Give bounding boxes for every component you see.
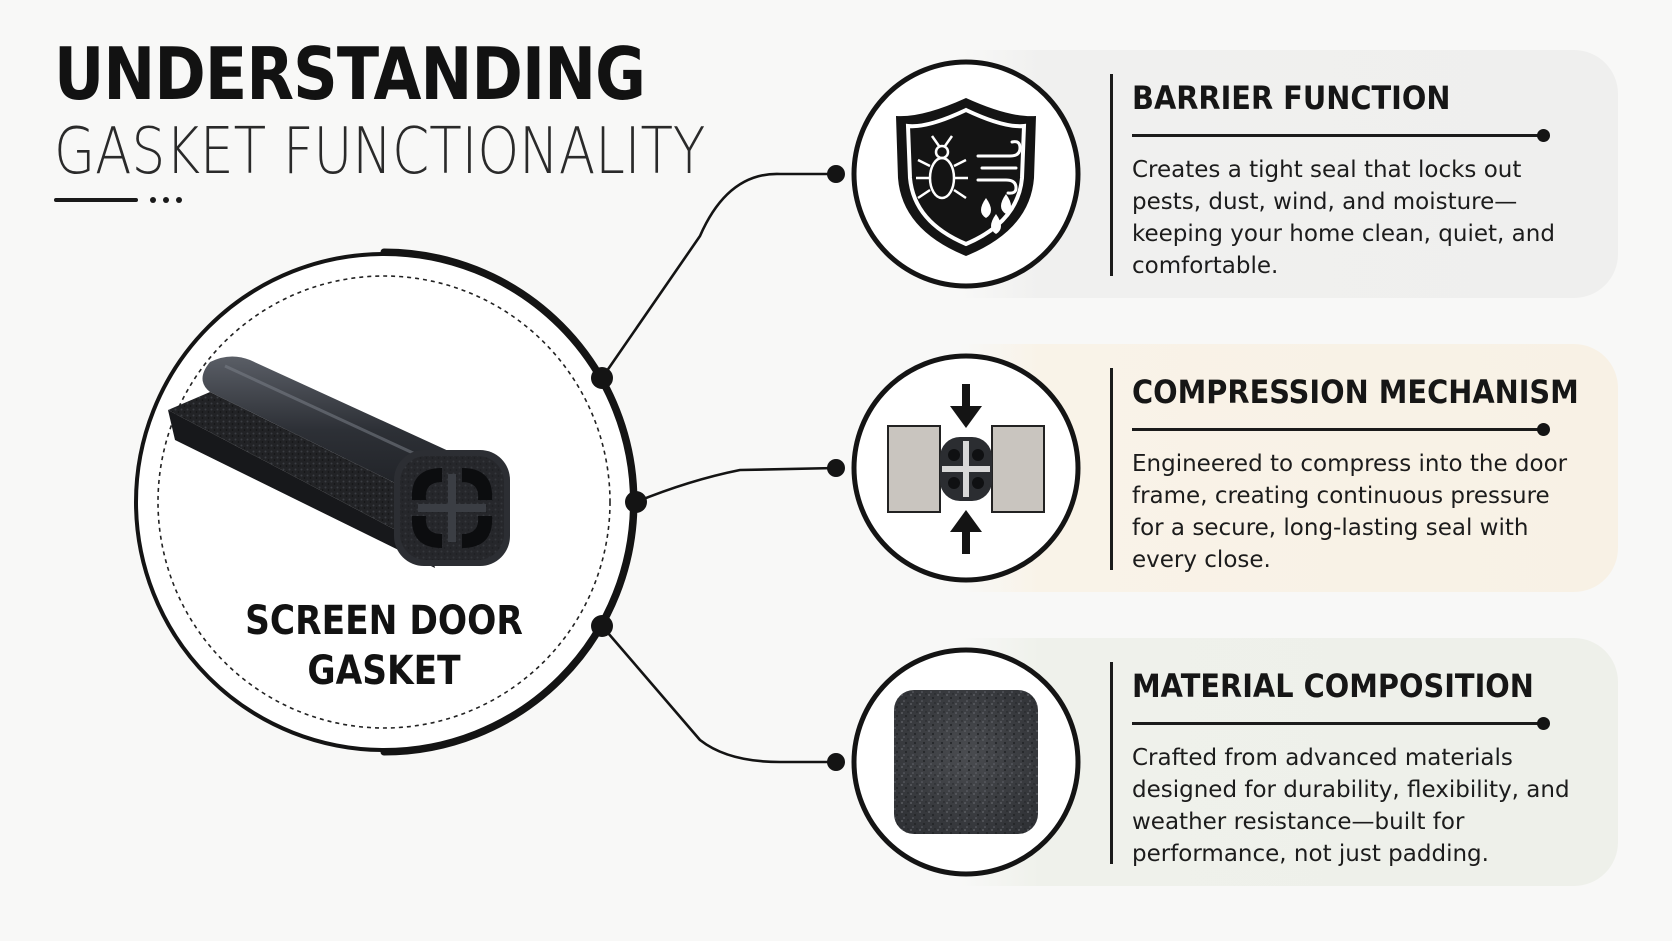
gasket-product-image: [168, 356, 510, 568]
feature-body-material: Crafted from advanced materials designed…: [1132, 745, 1570, 867]
feature-title-barrier: BARRIER FUNCTION: [1132, 79, 1451, 117]
title-dots: [150, 197, 182, 203]
feature-rule: [1132, 423, 1550, 436]
card-divider: [1110, 368, 1113, 570]
connector-lines: [600, 172, 837, 764]
material-texture-icon: [851, 647, 1081, 877]
feature-title-compression: COMPRESSION MECHANISM: [1132, 373, 1579, 411]
card-divider: [1110, 662, 1113, 864]
feature-rule: [1132, 717, 1550, 730]
feature-title-material: MATERIAL COMPOSITION: [1132, 667, 1534, 705]
center-gasket-circle: [134, 248, 638, 756]
connector-dots: [591, 165, 845, 771]
feature-body-compression: Engineered to compress into the door fra…: [1132, 451, 1568, 573]
feature-body-barrier: Creates a tight seal that locks out pest…: [1132, 157, 1555, 279]
title-underline: [54, 198, 138, 202]
feature-rule: [1132, 129, 1550, 142]
compression-icon: [851, 353, 1081, 583]
card-divider: [1110, 74, 1113, 276]
page-subtitle: GASKET FUNCTIONALITY: [54, 115, 706, 189]
page-title: UNDERSTANDING: [54, 32, 646, 116]
shield-icon: [851, 59, 1081, 289]
